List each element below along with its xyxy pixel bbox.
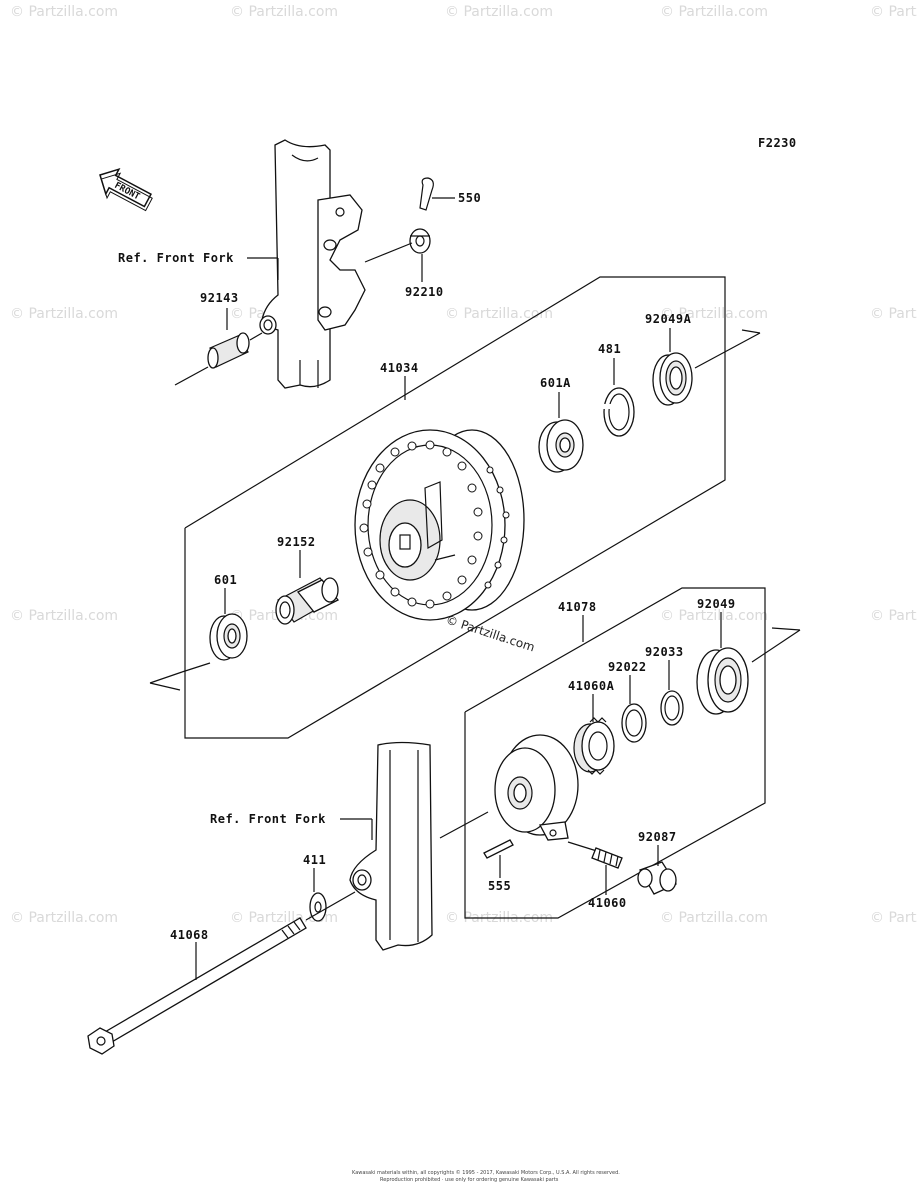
part-label-41060A: 41060A — [568, 679, 615, 693]
castle-nut-92210 — [409, 228, 431, 254]
part-label-92143: 92143 — [200, 291, 239, 305]
watermark: © Partzilla.com — [870, 306, 917, 322]
part-label-92033: 92033 — [645, 645, 684, 659]
part-label-41060: 41060 — [588, 896, 627, 910]
ref-front-fork-label: Ref. Front Fork — [210, 812, 326, 826]
watermark: © Partzilla.com — [870, 910, 917, 926]
front-fork-upper — [259, 139, 366, 389]
collar-92152 — [275, 577, 340, 625]
watermark: © Partzilla.com — [870, 4, 917, 20]
pinion-41060 — [567, 841, 623, 869]
watermark: © Partzilla.com — [230, 4, 338, 20]
wheel-hub-disc — [354, 429, 525, 621]
axle-41068 — [87, 917, 307, 1055]
part-label-601A: 601A — [540, 376, 571, 390]
bearing-601 — [209, 613, 248, 661]
watermark-grid: © Partzilla.com © Partzilla.com © Partzi… — [10, 4, 917, 926]
watermark: © Partzilla.com — [870, 608, 917, 624]
bushing-92087 — [637, 861, 677, 895]
part-label-92049: 92049 — [697, 597, 736, 611]
part-label-550: 550 — [458, 191, 481, 205]
part-label-41068: 41068 — [170, 928, 209, 942]
drive-gear-41060A — [573, 717, 615, 775]
watermark: © Partzilla.com — [660, 608, 768, 624]
ref-front-fork-label: Ref. Front Fork — [118, 251, 234, 265]
watermark: © Partzilla.com — [10, 4, 118, 20]
washer-92022 — [621, 703, 647, 743]
watermark: © Partzilla.com — [660, 4, 768, 20]
collar-92143 — [207, 332, 250, 369]
cotter-pin-550 — [419, 177, 434, 211]
part-label-92087: 92087 — [638, 830, 677, 844]
footer-copyright: Kawasaki materials within, all copyright… — [352, 1169, 620, 1176]
part-label-481: 481 — [598, 342, 621, 356]
circlip-481 — [603, 387, 635, 437]
part-label-41034: 41034 — [380, 361, 419, 375]
watermark: © Partzilla.com — [660, 306, 768, 322]
part-label-555: 555 — [488, 879, 511, 893]
footer-notice: Reproduction prohibited · use only for o… — [380, 1177, 559, 1183]
circlip-92033 — [660, 690, 684, 726]
watermark: © Partzilla.com — [10, 306, 118, 322]
watermark: © Partzilla.com — [660, 910, 768, 926]
pin-555 — [483, 839, 514, 859]
part-label-411: 411 — [303, 853, 326, 867]
part-label-92152: 92152 — [277, 535, 316, 549]
watermark: © Partzilla.com — [445, 4, 553, 20]
hub-group-outline — [184, 276, 726, 739]
part-label-41078: 41078 — [558, 600, 597, 614]
front-fork-lower — [349, 741, 433, 951]
part-label-601: 601 — [214, 573, 237, 587]
watermark: © Partzilla.com — [10, 608, 118, 624]
watermark: © Partzilla.com — [445, 306, 553, 322]
watermark: © Partzilla.com — [10, 910, 118, 926]
part-label-92210: 92210 — [405, 285, 444, 299]
meter-gear-housing — [494, 734, 579, 841]
part-label-92049A: 92049A — [645, 312, 692, 326]
oil-seal-92049A — [652, 352, 693, 406]
bearing-601A — [538, 419, 584, 473]
meter-gear-group-outline — [464, 587, 766, 919]
front-arrow-icon: FRONT — [99, 167, 153, 212]
oil-seal-92049 — [696, 647, 749, 715]
washer-411 — [309, 892, 327, 922]
figure-id: F2230 — [758, 136, 797, 150]
part-label-92022: 92022 — [608, 660, 647, 674]
